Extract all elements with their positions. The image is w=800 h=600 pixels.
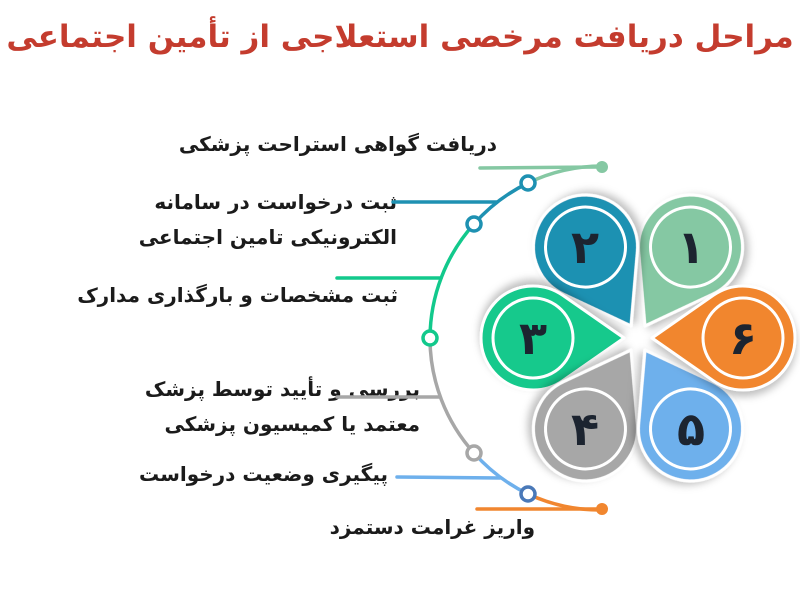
arc-node-1 bbox=[519, 174, 537, 192]
petal-5-number: ۵ bbox=[677, 402, 705, 456]
step-6-label: واریز غرامت دستمزد bbox=[329, 515, 535, 539]
step-1-label: دریافت گواهی استراحت پزشکی bbox=[178, 132, 497, 156]
arc-segment-5 bbox=[472, 451, 530, 496]
petal-6-number: ۶ bbox=[729, 311, 757, 365]
petal-4-ring bbox=[544, 387, 627, 471]
petal-2-ring bbox=[544, 205, 627, 289]
arc-node-2 bbox=[465, 215, 483, 233]
petal-3-ring bbox=[491, 296, 575, 380]
branch-line-1 bbox=[478, 165, 601, 170]
arc-node-5 bbox=[519, 485, 537, 503]
petal-2-number: ۲ bbox=[571, 220, 599, 274]
end-dot bbox=[596, 503, 608, 515]
petal-1-ring bbox=[649, 205, 732, 289]
petal-5-ring bbox=[649, 387, 732, 471]
arc-segment-4 bbox=[428, 336, 476, 455]
step-2-label: ثبت درخواست در سامانه الکترونیکی تامین ا… bbox=[138, 190, 397, 249]
petal-6 bbox=[650, 284, 797, 392]
petal-3-number: ۳ bbox=[519, 311, 547, 365]
arc-segment-3 bbox=[428, 222, 476, 340]
step-3-label: ثبت مشخصات و بارگذاری مدارک bbox=[77, 283, 398, 307]
start-dot bbox=[596, 161, 608, 173]
step-4-label: بررسی و تأیید توسط پزشک معتمد یا کمیسیون… bbox=[144, 377, 420, 436]
petal-1 bbox=[637, 193, 744, 328]
branch-line-5 bbox=[395, 475, 502, 480]
petal-4-number: ۴ bbox=[571, 402, 599, 456]
petal-5 bbox=[637, 348, 744, 483]
arc-node-4 bbox=[465, 444, 483, 462]
arc-node-3 bbox=[421, 329, 439, 347]
step-5-label: پیگیری وضعیت درخواست bbox=[139, 462, 388, 486]
petal-1-number: ۱ bbox=[677, 220, 705, 274]
page-title: مراحل دریافت مرخصی استعلاجی از تأمین اجت… bbox=[6, 19, 794, 55]
petal-6-ring bbox=[701, 296, 785, 380]
petal-2 bbox=[532, 193, 639, 328]
petal-4 bbox=[532, 348, 639, 483]
petal-3 bbox=[479, 284, 626, 392]
